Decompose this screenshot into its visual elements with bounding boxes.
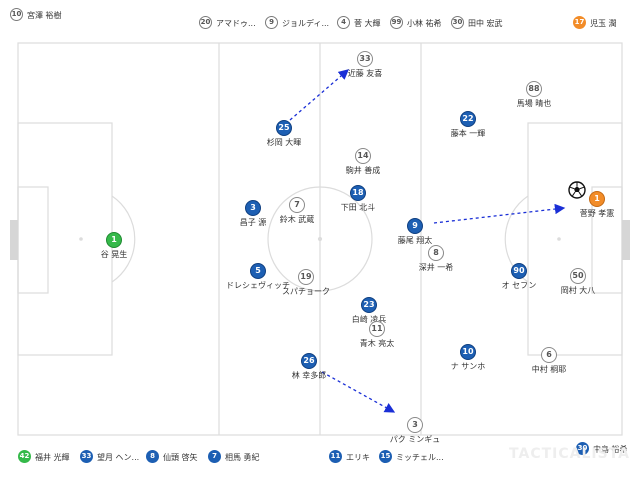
sub-name: ミッチェル...: [396, 453, 444, 462]
player-number: 26: [301, 353, 317, 369]
player-number: 50: [570, 268, 586, 284]
player-number: 1: [589, 191, 605, 207]
player-name: パク ミンギュ: [389, 435, 441, 444]
player-number: 11: [369, 321, 385, 337]
player-name: 青木 亮太: [359, 339, 395, 348]
player-name: オ セフン: [501, 281, 537, 290]
player-name: 白崎 凌兵: [351, 315, 387, 324]
player-name: 杉岡 大暉: [266, 138, 302, 147]
sub-number-badge: 4: [337, 16, 350, 29]
player-name: 昌子 源: [239, 218, 267, 227]
player-name: 藤本 一輝: [450, 129, 486, 138]
sub-number-badge: 42: [18, 450, 31, 463]
player-name: 中村 桐耶: [531, 365, 567, 374]
player-number: 90: [511, 263, 527, 279]
player-number: 7: [289, 197, 305, 213]
sub-number-badge: 8: [146, 450, 159, 463]
player-name: 鈴木 武蔵: [279, 215, 315, 224]
player-name: ナ サンホ: [450, 362, 486, 371]
sub-number-badge: 30: [576, 442, 589, 455]
player-name: 藤尾 翔太: [397, 236, 433, 245]
sub-name: アマドゥ...: [216, 19, 256, 28]
player-name: 近藤 友喜: [347, 69, 383, 78]
player-number: 9: [407, 218, 423, 234]
player-number: 3: [407, 417, 423, 433]
sub-name: 望月 ヘン...: [97, 453, 140, 462]
player-number: 25: [276, 120, 292, 136]
watermark: TACTICALISTA: [509, 446, 630, 462]
player-name: 菅野 孝憲: [579, 209, 615, 218]
sub-name: 福井 光輝: [35, 453, 70, 462]
soccer-ball-icon: [568, 181, 586, 199]
player-name: 岡村 大八: [560, 286, 596, 295]
player-name: ドレシェヴィッチ: [226, 281, 290, 290]
pass-arrow: [433, 203, 566, 224]
sub-number-badge: 9: [265, 16, 278, 29]
player-number: 8: [428, 245, 444, 261]
sub-number-badge: 33: [80, 450, 93, 463]
sub-name: 相馬 勇紀: [225, 453, 260, 462]
sub-name: 田中 宏武: [468, 19, 503, 28]
sub-number-badge: 15: [379, 450, 392, 463]
player-number: 33: [357, 51, 373, 67]
player-number: 1: [106, 232, 122, 248]
player-number: 22: [460, 111, 476, 127]
player-name: 下田 北斗: [340, 203, 376, 212]
player-name: スパチョーク: [282, 287, 330, 296]
sub-name: 菅 大輝: [354, 19, 381, 28]
sub-name: エリキ: [346, 453, 370, 462]
player-number: 23: [361, 297, 377, 313]
player-number: 14: [355, 148, 371, 164]
player-number: 88: [526, 81, 542, 97]
sub-number-badge: 99: [390, 16, 403, 29]
sub-name: 中島 裕希: [593, 445, 628, 454]
sub-number-badge: 10: [10, 8, 23, 21]
player-name: 谷 晃生: [100, 250, 128, 259]
sub-name: 児玉 潤: [590, 19, 617, 28]
sub-number-badge: 7: [208, 450, 221, 463]
player-name: 深井 一希: [418, 263, 454, 272]
player-name: 林 幸多郎: [291, 371, 327, 380]
sub-number-badge: 30: [451, 16, 464, 29]
sub-name: ジョルディ...: [282, 19, 330, 28]
player-name: 馬場 晴也: [516, 99, 552, 108]
player-number: 5: [250, 263, 266, 279]
player-number: 18: [350, 185, 366, 201]
player-number: 10: [460, 344, 476, 360]
sub-name: 仙頭 啓矢: [163, 453, 198, 462]
pass-arrow: [321, 371, 396, 413]
sub-number-badge: 20: [199, 16, 212, 29]
sub-number-badge: 17: [573, 16, 586, 29]
sub-name: 宮澤 裕樹: [27, 11, 62, 20]
sub-name: 小林 祐希: [407, 19, 442, 28]
pass-arrow: [289, 69, 349, 121]
player-number: 3: [245, 200, 261, 216]
player-name: 駒井 善成: [345, 166, 381, 175]
player-number: 19: [298, 269, 314, 285]
player-number: 6: [541, 347, 557, 363]
sub-number-badge: 11: [329, 450, 342, 463]
